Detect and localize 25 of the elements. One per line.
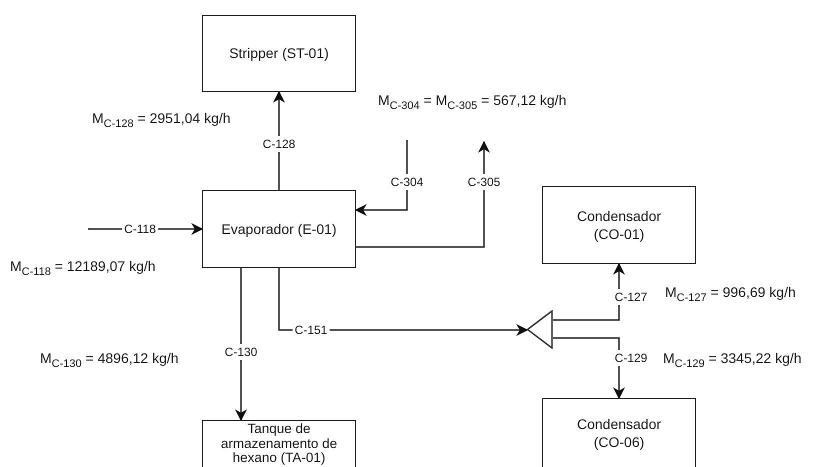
- mass-flow-label: M$_{C-130}$ = 4896,12 kg/h: [40, 350, 179, 370]
- process-box: [202, 190, 356, 268]
- stream-label: C-130: [222, 344, 260, 360]
- equipment-name: Evaporador (E-01): [220, 220, 338, 238]
- stream-label: C-127: [612, 289, 650, 305]
- equipment-name: Condensador (CO-06): [576, 414, 662, 452]
- mass-flow-label: M$_{C-304}$ = M$_{C-305}$ = 567,12 kg/h: [378, 92, 566, 112]
- stream-label: C-129: [612, 350, 650, 366]
- process-box: [542, 398, 696, 467]
- mass-flow-label: M$_{C-129}$ = 3345,22 kg/h: [663, 350, 802, 370]
- process-box: [542, 186, 696, 264]
- equipment-name: Tanque de armazenamento de hexano (TA-01): [220, 422, 338, 466]
- mass-flow-label: M$_{C-128}$ = 2951,04 kg/h: [92, 110, 231, 130]
- stream-label: C-305: [466, 174, 502, 190]
- mass-flow-label: M$_{C-127}$ = 996,69 kg/h: [665, 284, 796, 304]
- equipment-name: Stripper (ST-01): [228, 44, 330, 63]
- stream-label: C-304: [388, 174, 426, 190]
- process-box: [202, 15, 356, 92]
- triangle-splitter: [527, 310, 553, 349]
- arrow: [235, 268, 247, 422]
- mass-flow-label: M$_{C-118}$ = 12189,07 kg/h: [10, 258, 156, 278]
- stream-label: C-128: [260, 136, 298, 152]
- equipment-name: Condensador (CO-01): [576, 206, 662, 244]
- process-box: [202, 420, 356, 467]
- arrow: [356, 140, 490, 248]
